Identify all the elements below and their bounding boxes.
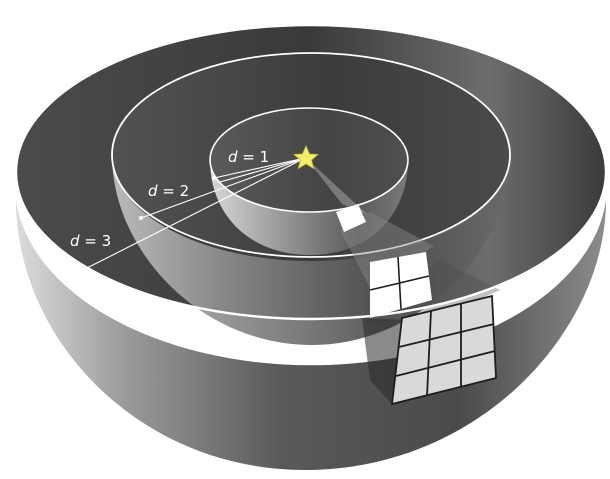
star-icon bbox=[292, 145, 320, 170]
outer-sphere-body bbox=[16, 200, 606, 470]
distance-line-d2 bbox=[140, 157, 306, 219]
label-d2: d = 2 bbox=[148, 182, 189, 200]
distance-lines bbox=[78, 157, 306, 273]
inner-sphere-rim bbox=[209, 107, 409, 213]
middle-sphere-rim bbox=[111, 52, 511, 258]
light-beam-upper bbox=[306, 158, 368, 215]
distance-line-d1-a bbox=[213, 157, 306, 179]
outer-sphere-rim bbox=[14, 23, 608, 321]
patch-d2 bbox=[369, 252, 432, 318]
inner-sphere-body bbox=[210, 160, 408, 255]
light-beam-middle bbox=[340, 212, 434, 288]
label-d1: d = 1 bbox=[228, 148, 269, 166]
patch-d3 bbox=[390, 294, 497, 406]
patch-d1 bbox=[336, 204, 366, 232]
light-beam-bottom bbox=[362, 318, 404, 404]
distance-ticks bbox=[77, 176, 216, 274]
distance-line-d1-b bbox=[219, 157, 306, 183]
distance-line-d3 bbox=[78, 157, 306, 273]
label-d3: d = 3 bbox=[70, 232, 111, 250]
